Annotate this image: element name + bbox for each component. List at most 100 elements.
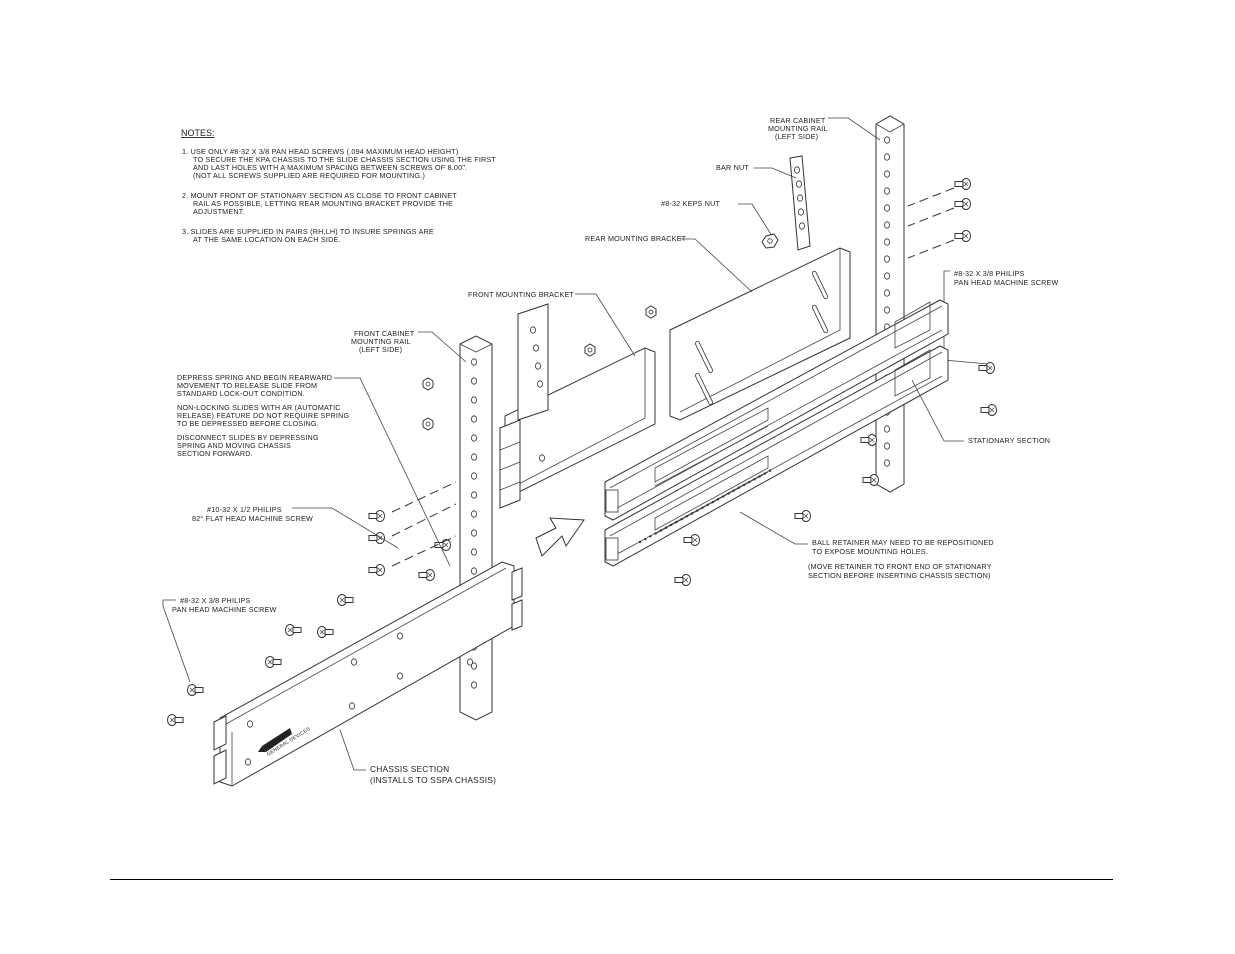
- flat-head-label-line: 82° FLAT HEAD MACHINE SCREW: [192, 514, 313, 523]
- chassis-section-label: CHASSIS SECTION (INSTALLS TO SSPA CHASSI…: [339, 729, 496, 785]
- depress-note-line: SECTION FORWARD.: [177, 449, 253, 458]
- bracket-hole: [533, 344, 540, 352]
- pan-head-screw-icon: [794, 510, 811, 522]
- ball-bearing: [722, 495, 725, 498]
- front-rail-label: FRONT CABINET MOUNTING RAIL (LEFT SIDE): [351, 329, 467, 363]
- rail-hole: [470, 358, 477, 366]
- front-mounting-bracket: FRONT MOUNTING BRACKET: [468, 290, 656, 509]
- keps-nut-label: #8-32 KEPS NUT: [661, 199, 721, 208]
- keps-nut-icon: [422, 377, 434, 391]
- rail-hole: [470, 396, 477, 404]
- note-line: TO SECURE THE KPA CHASSIS TO THE SLIDE C…: [193, 155, 496, 164]
- pan-head-screw-icon: [954, 198, 971, 210]
- flat-head-screw-icon: [418, 569, 435, 581]
- pan-head-screw-icon: [265, 656, 282, 668]
- ball-bearing: [748, 480, 751, 484]
- bar-nut-hole: [798, 208, 805, 216]
- rail-hole: [470, 472, 477, 480]
- rail-hole: [884, 289, 891, 297]
- ball-bearing: [711, 500, 714, 504]
- ball-bearing: [727, 492, 730, 495]
- rail-hole: [884, 306, 891, 314]
- rail-hole: [884, 442, 891, 450]
- rail-hole: [470, 567, 477, 575]
- ball-bearing: [753, 478, 756, 481]
- front-rail-label-line: MOUNTING RAIL: [351, 337, 411, 346]
- keps-nut-label-group: #8-32 KEPS NUT: [661, 199, 773, 237]
- rear-rail-label-line: (LEFT SIDE): [775, 132, 818, 141]
- rail-hole: [884, 238, 891, 246]
- chassis-label-line: CHASSIS SECTION: [370, 764, 449, 774]
- rear-screw-label-line: #8-32 X 3/8 PHILIPS: [954, 269, 1025, 278]
- note-line: 1. USE ONLY #8-32 X 3/8 PAN HEAD SCREWS …: [182, 147, 458, 156]
- ball-bearing: [638, 540, 642, 544]
- insert-direction-arrow: [535, 517, 585, 557]
- note-line: 2. MOUNT FRONT OF STATIONARY SECTION AS …: [182, 191, 457, 200]
- chassis-hole: [396, 672, 403, 680]
- rail-hole: [884, 459, 891, 467]
- front-bracket-label: FRONT MOUNTING BRACKET: [468, 290, 575, 299]
- rail-hole: [884, 136, 891, 144]
- bracket-hole: [535, 362, 542, 370]
- ball-bearing: [716, 498, 720, 501]
- depress-note-line: MOVEMENT TO RELEASE SLIDE FROM: [177, 381, 317, 390]
- ball-bearing: [732, 489, 735, 492]
- depress-note-line: DEPRESS SPRING AND BEGIN REARWARD: [177, 373, 332, 382]
- pan-head-screw-icon: [285, 624, 302, 636]
- rail-hole: [884, 255, 891, 263]
- bar-nut-hole: [794, 166, 801, 174]
- front-rail-hardware: [368, 377, 457, 581]
- ball-bearing: [654, 532, 657, 535]
- ball-bearing: [644, 537, 647, 541]
- rear-rail-label-line: REAR CABINET: [770, 116, 826, 125]
- rear-rail-screws: [584, 178, 971, 357]
- ball-bearing: [664, 526, 668, 529]
- ball-retainer-line: (MOVE RETAINER TO FRONT END OF STATIONAR…: [808, 562, 992, 571]
- bracket-hole: [539, 454, 546, 462]
- rear-rail-label: REAR CABINET MOUNTING RAIL (LEFT SIDE): [768, 116, 881, 141]
- rail-hole: [470, 377, 477, 385]
- ball-bearing: [701, 506, 704, 509]
- depress-note-line: TO BE DEPRESSED BEFORE CLOSING.: [177, 419, 319, 428]
- chassis-hole: [246, 720, 253, 728]
- flat-head-screw-icon: [368, 510, 385, 522]
- chassis-screw-label: #8-32 X 3/8 PHILIPS PAN HEAD MACHINE SCR…: [162, 596, 276, 683]
- rear-screw-label-group: #8-32 X 3/8 PHILIPS PAN HEAD MACHINE SCR…: [943, 269, 1059, 365]
- rail-hole: [470, 510, 477, 518]
- rail-hole: [884, 204, 891, 212]
- ball-bearing: [768, 469, 772, 472]
- pan-head-screw-icon: [167, 714, 184, 726]
- rear-rail-label-line: MOUNTING RAIL: [768, 124, 828, 133]
- flat-head-label-line: #10-32 X 1/2 PHILIPS: [207, 505, 282, 514]
- flat-head-screw-icon: [368, 564, 385, 576]
- rail-hole: [470, 434, 477, 442]
- pan-head-screw-icon: [317, 626, 334, 638]
- ball-bearing: [690, 512, 694, 515]
- rail-hole: [470, 529, 477, 537]
- flat-head-screw-icon: [368, 532, 385, 544]
- rear-screw-label-line: PAN HEAD MACHINE SCREW: [954, 278, 1059, 287]
- chassis-screw-label-line: #8-32 X 3/8 PHILIPS: [180, 596, 251, 605]
- ball-bearing: [685, 515, 688, 518]
- stationary-section-upper: [604, 299, 949, 521]
- ball-bearing: [758, 475, 761, 478]
- bar-nut-hole: [796, 180, 803, 188]
- chassis-screws: [167, 594, 354, 726]
- ball-bearing: [649, 535, 652, 538]
- stationary-label-group: STATIONARY SECTION: [911, 379, 1050, 445]
- stationary-screws: [674, 362, 997, 586]
- rear-cabinet-rail: [875, 115, 905, 493]
- bar-nut: BAR NUT: [716, 155, 811, 251]
- ball-retainer-note: BALL RETAINER MAY NEED TO BE REPOSITIONE…: [739, 511, 994, 580]
- rail-hole: [884, 425, 891, 433]
- note-line: (NOT ALL SCREWS SUPPLIED ARE REQUIRED FO…: [193, 171, 425, 180]
- ball-retainer-line: TO EXPOSE MOUNTING HOLES.: [812, 547, 928, 556]
- ball-bearing: [742, 483, 746, 487]
- chassis-hole: [244, 758, 251, 766]
- rail-hole: [884, 170, 891, 178]
- stationary-section-label: STATIONARY SECTION: [968, 436, 1050, 445]
- depress-note-line: NON-LOCKING SLIDES WITH AR (AUTOMATIC: [177, 403, 341, 412]
- ball-bearing: [706, 503, 709, 507]
- notes-title: NOTES:: [181, 128, 215, 138]
